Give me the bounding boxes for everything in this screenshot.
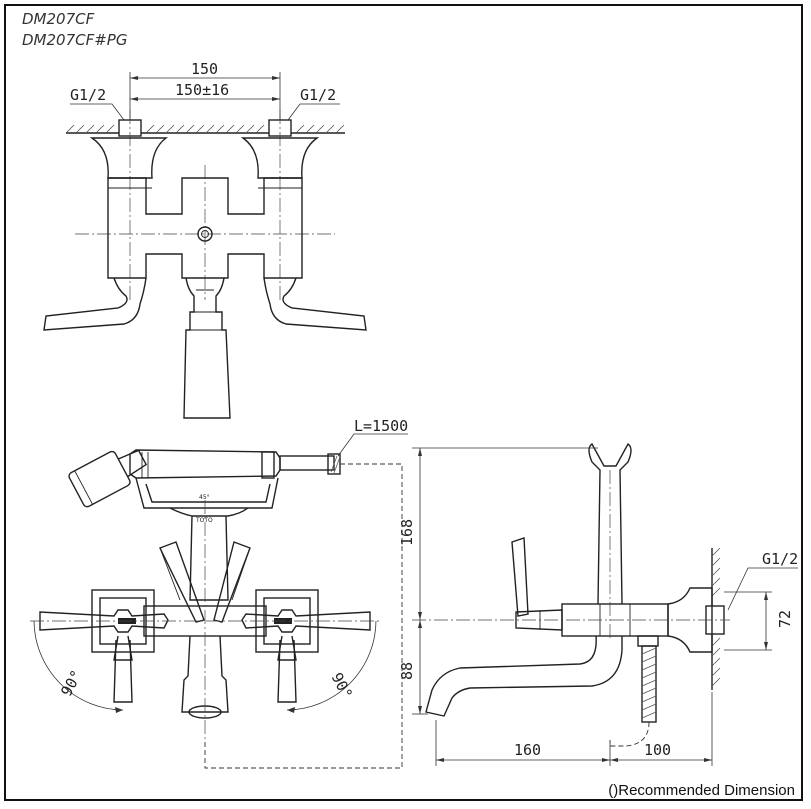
dim-spout-reach: 160 [514, 741, 541, 759]
model-number: DM207CF [22, 10, 95, 28]
drawing-frame [4, 4, 803, 801]
top-view [43, 110, 367, 419]
dim-height-upper: 168 [398, 519, 416, 546]
top-dimensions [70, 72, 340, 121]
dim-wall-projection: 100 [644, 741, 671, 759]
thread-label-right: G1/2 [300, 86, 336, 104]
thread-label-left: G1/2 [70, 86, 106, 104]
model-number-variant: DM207CF#PG [22, 31, 128, 49]
svg-text:TOTO: TOTO [195, 517, 213, 524]
dimension-texts: 150 150±16 G1/2 G1/2 L=1500 168 88 G1/2 … [70, 60, 798, 759]
dim-centers: 150 [191, 60, 218, 78]
footnote: ()Recommended Dimension [608, 782, 795, 799]
handle-swing-left: 90° [57, 667, 86, 699]
dim-centers-tolerance: 150±16 [175, 81, 229, 99]
front-view: 45° TOTO [30, 433, 408, 769]
dim-height-lower: 88 [398, 662, 416, 680]
dim-side-width: 72 [776, 610, 794, 628]
angle-label: 45° [199, 494, 210, 501]
side-dimensions [412, 447, 798, 766]
thread-label-side: G1/2 [762, 550, 798, 568]
front-dimension-labels: 90° 90° [57, 667, 356, 702]
side-view [412, 442, 730, 747]
hose-length-label: L=1500 [354, 417, 408, 435]
